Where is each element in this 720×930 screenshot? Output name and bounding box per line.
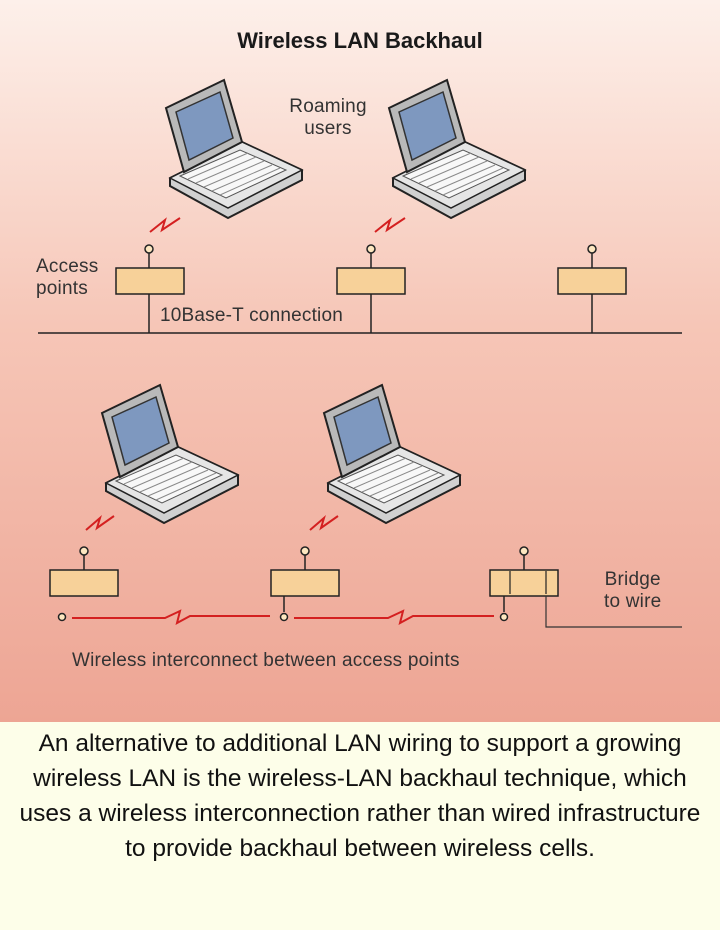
access-point-3 <box>557 244 627 295</box>
access-point-2 <box>336 244 406 295</box>
label-access-points: Access points <box>36 256 98 300</box>
label-bridge-line1: Bridge <box>604 569 661 590</box>
access-point-1 <box>115 244 185 295</box>
bridge-wire <box>545 596 682 628</box>
label-bridge-to-wire: Bridge to wire <box>604 569 661 613</box>
label-wireless-interconnect: Wireless interconnect between access poi… <box>72 650 460 671</box>
interconnect-antennas <box>57 596 509 622</box>
access-point-5 <box>270 546 340 597</box>
caption-text: An alternative to additional LAN wiring … <box>19 730 701 862</box>
signal-bolt-1 <box>149 217 181 233</box>
label-access-line2: points <box>36 278 88 299</box>
caption: An alternative to additional LAN wiring … <box>0 722 720 930</box>
diagram: Wireless LAN Backhaul Roaming users Acce… <box>0 0 720 722</box>
laptop-roaming-2 <box>388 79 526 219</box>
laptop-roaming-3 <box>101 384 239 524</box>
laptop-roaming-4 <box>323 384 461 524</box>
laptop-roaming-1 <box>165 79 303 219</box>
ethernet-backbone <box>38 294 682 334</box>
wireless-interconnect-links <box>72 609 494 625</box>
access-point-4 <box>49 546 119 597</box>
label-10base-t: 10Base-T connection <box>160 305 344 326</box>
signal-bolt-2 <box>374 217 406 233</box>
signal-bolt-4 <box>309 515 339 531</box>
label-roaming-line1: Roaming <box>289 96 367 117</box>
label-access-line1: Access <box>36 256 99 277</box>
access-point-6 <box>489 546 559 597</box>
diagram-title: Wireless LAN Backhaul <box>237 28 483 53</box>
label-roaming-users: Roaming users <box>283 96 373 140</box>
signal-bolt-3 <box>85 515 115 531</box>
label-roaming-line2: users <box>304 118 352 139</box>
label-bridge-line2: to wire <box>604 591 662 612</box>
diagram-graphics <box>38 79 682 628</box>
